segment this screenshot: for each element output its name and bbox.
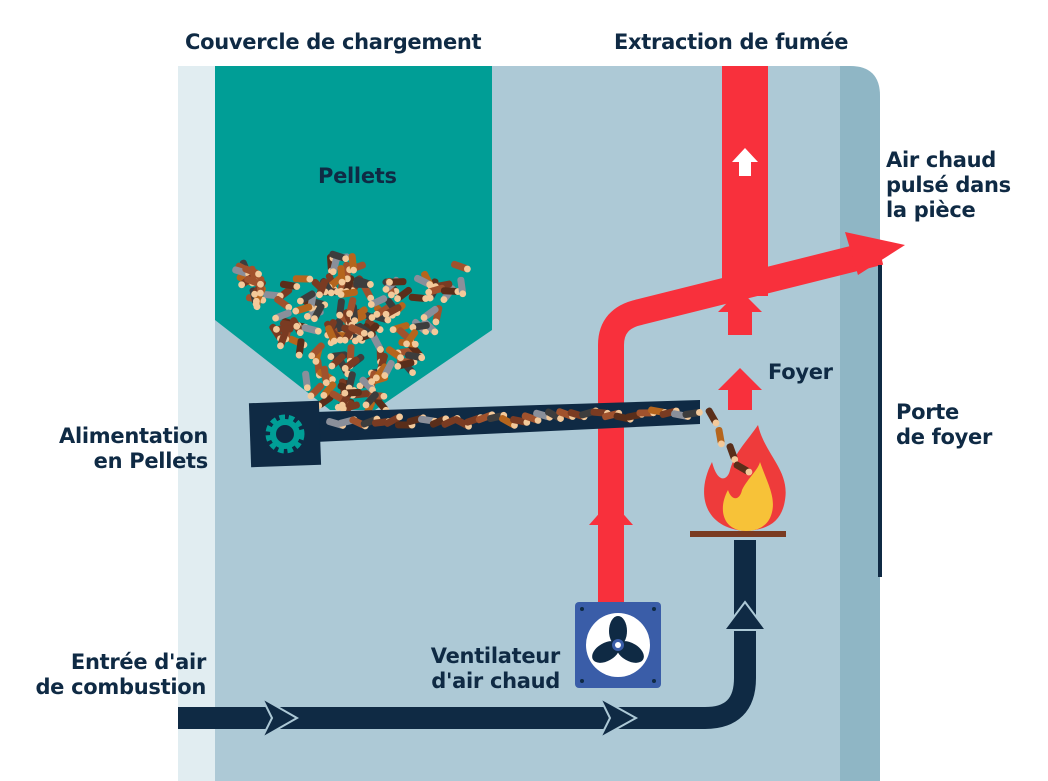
pellet xyxy=(337,288,358,298)
auger-pellets xyxy=(326,406,753,476)
pellet xyxy=(292,275,314,283)
pellet xyxy=(367,295,388,308)
hot-air-arrow xyxy=(845,232,905,275)
pellet xyxy=(348,253,357,274)
pellet xyxy=(320,381,337,399)
pellet xyxy=(382,304,402,318)
pellet xyxy=(292,303,313,315)
pellet xyxy=(273,325,294,333)
pellet xyxy=(381,359,395,379)
arrow-up-icon xyxy=(589,500,633,525)
pellet xyxy=(404,351,426,362)
combustion-air-label: Entrée d'air de combustion xyxy=(35,650,206,699)
pellet xyxy=(425,284,446,296)
pellet xyxy=(295,338,305,359)
pellet xyxy=(383,413,403,427)
lid-label: Couvercle de chargement xyxy=(185,30,482,54)
pellet xyxy=(521,412,542,424)
hearth-door xyxy=(878,265,882,577)
pellet xyxy=(440,287,462,295)
smoke-extraction-label: Extraction de fumée xyxy=(614,30,849,54)
pellet xyxy=(325,325,338,345)
pellet xyxy=(296,290,316,305)
pellet xyxy=(336,298,345,319)
pellet xyxy=(457,276,467,298)
hot-air-label: Air chaud pulsé dans la pièce xyxy=(886,148,1011,222)
pellet xyxy=(409,321,430,331)
pellet xyxy=(705,407,720,427)
pellet xyxy=(733,461,753,476)
pellet xyxy=(726,443,739,463)
pellet xyxy=(328,353,346,370)
pellet xyxy=(277,329,289,350)
pellet xyxy=(385,346,404,362)
pellet xyxy=(341,356,360,372)
pellet xyxy=(346,296,357,318)
pellet xyxy=(370,333,384,353)
fan-icon xyxy=(575,602,661,688)
burner-grate xyxy=(690,531,786,537)
auger-motor xyxy=(248,400,322,468)
pellet xyxy=(337,265,346,286)
pellet xyxy=(348,324,368,337)
combustion-air-pipe xyxy=(178,540,756,729)
pellet xyxy=(715,427,725,448)
arrow-right-icon xyxy=(259,600,768,741)
fan-label: Ventilateur d'air chaud xyxy=(430,644,561,693)
pellet xyxy=(311,303,325,323)
gear-icon xyxy=(265,414,305,454)
pellet xyxy=(329,250,350,263)
pellet xyxy=(307,382,325,400)
pellet xyxy=(403,329,419,348)
pellet xyxy=(372,363,389,382)
pellet xyxy=(308,342,325,360)
pellet xyxy=(320,365,330,387)
pellet xyxy=(272,309,292,322)
smoke-chimney xyxy=(722,66,768,296)
pellet xyxy=(279,280,301,290)
pellet-feed-label: Alimentation en Pellets xyxy=(59,424,208,473)
pellet xyxy=(394,286,413,302)
pellet xyxy=(353,276,374,288)
pellet xyxy=(682,409,703,418)
pellet xyxy=(244,275,264,288)
pellet xyxy=(341,388,362,397)
flame-icon xyxy=(704,425,786,531)
pellet xyxy=(362,391,379,409)
hearth-door-label: Porte de foyer xyxy=(896,400,993,449)
pellet xyxy=(394,359,415,370)
pellet-pile xyxy=(232,250,471,420)
hearth-label: Foyer xyxy=(768,360,833,384)
pellet xyxy=(301,324,322,335)
arrow-up-icon xyxy=(732,148,758,176)
pellets-label: Pellets xyxy=(318,164,397,188)
pellet xyxy=(420,305,439,321)
pellet xyxy=(316,278,329,299)
pellet xyxy=(302,370,311,392)
flame-up-arrows xyxy=(718,290,762,410)
pellet xyxy=(242,265,262,278)
pellet xyxy=(413,274,434,288)
pellet xyxy=(274,295,293,311)
pellet xyxy=(373,303,393,318)
pellet xyxy=(386,278,407,286)
pellet xyxy=(544,408,564,422)
hot-air-duct xyxy=(598,239,884,605)
pellet xyxy=(451,260,471,273)
